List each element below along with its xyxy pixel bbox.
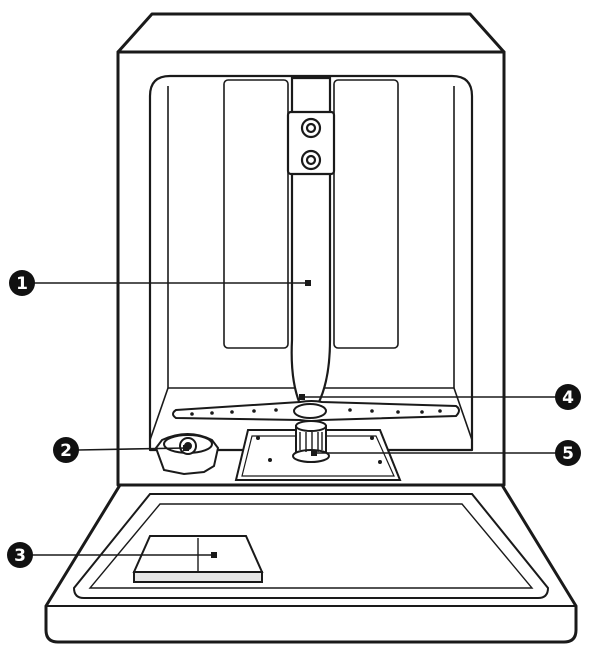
callout-1: 1 bbox=[9, 270, 35, 296]
callout-1-number: 1 bbox=[16, 274, 28, 294]
callout-5-number: 5 bbox=[562, 444, 574, 464]
floor-left-slope bbox=[149, 387, 169, 441]
inner-tub bbox=[148, 74, 474, 452]
duct-port-lower-inner bbox=[305, 154, 317, 166]
callout-3-number: 3 bbox=[14, 546, 26, 566]
back-window-right bbox=[333, 79, 399, 349]
leader-tip-4 bbox=[299, 394, 305, 400]
spray-arm-holes bbox=[190, 408, 442, 416]
callout-5: 5 bbox=[555, 440, 581, 466]
callout-3: 3 bbox=[7, 542, 33, 568]
leader-tip-2 bbox=[183, 445, 189, 451]
duct-bracket bbox=[286, 110, 336, 176]
duct-port-upper-inner bbox=[305, 122, 317, 134]
cabinet-top bbox=[116, 12, 506, 54]
callout-2-number: 2 bbox=[60, 441, 72, 461]
leader-line-2 bbox=[77, 447, 187, 451]
leader-tip-1 bbox=[305, 280, 311, 286]
filter-plate-screws bbox=[256, 436, 382, 464]
leader-tip-3 bbox=[211, 552, 217, 558]
callout-4: 4 bbox=[555, 384, 581, 410]
callout-2: 2 bbox=[53, 437, 79, 463]
dispenser-front bbox=[133, 571, 263, 583]
spray-arm-hub bbox=[293, 403, 327, 419]
back-window-left bbox=[223, 79, 289, 349]
callout-4-number: 4 bbox=[562, 388, 574, 408]
filter-top bbox=[295, 420, 327, 432]
leader-tip-5 bbox=[311, 450, 317, 456]
